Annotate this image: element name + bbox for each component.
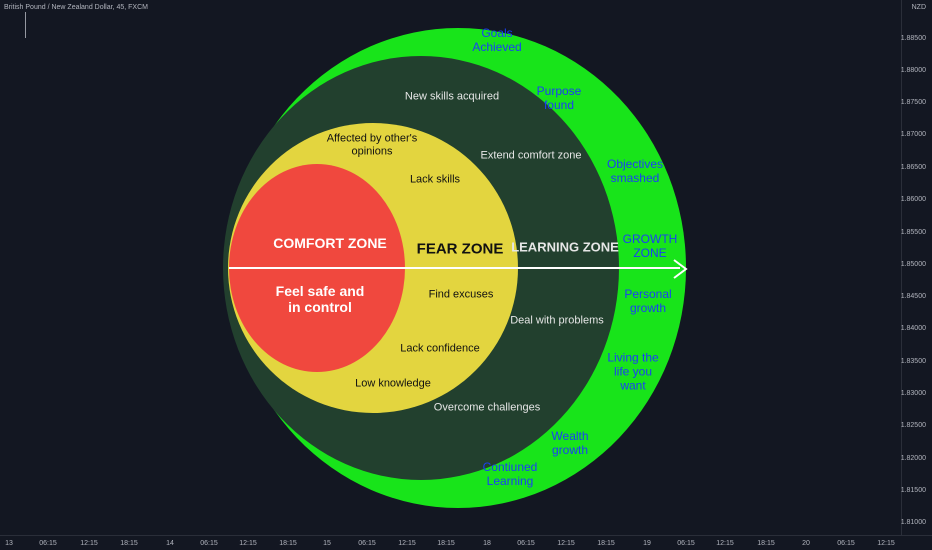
learning-zone-title: LEARNING ZONE	[511, 239, 619, 255]
learning-item-new-skills: New skills acquired	[404, 90, 500, 103]
price-label: 1.85000	[900, 261, 926, 268]
learning-item-extend: Extend comfort zone	[480, 149, 582, 162]
price-label: 1.86500	[900, 164, 926, 171]
crosshair-cursor	[25, 12, 26, 38]
price-label: 1.87000	[900, 131, 926, 138]
price-label: 1.86000	[900, 196, 926, 203]
fear-zone-title: FEAR ZONE	[416, 240, 504, 258]
time-label: 12:15	[398, 540, 416, 547]
price-label: 1.82000	[900, 455, 926, 462]
fear-item-lack-skills: Lack skills	[409, 173, 461, 186]
time-label: 06:15	[837, 540, 855, 547]
price-label: 1.83500	[900, 358, 926, 365]
arrow-head-icon	[673, 259, 688, 279]
time-label: 06:15	[358, 540, 376, 547]
price-label: 1.87500	[900, 99, 926, 106]
time-label: 18:15	[597, 540, 615, 547]
time-label: 18:15	[757, 540, 775, 547]
time-label: 18:15	[120, 540, 138, 547]
time-label: 18:15	[437, 540, 455, 547]
time-label: 13	[5, 540, 13, 547]
price-label: 1.83000	[900, 390, 926, 397]
time-label: 12:15	[239, 540, 257, 547]
time-axis[interactable]: 13 06:15 12:15 18:15 14 06:15 12:15 18:1…	[0, 535, 932, 550]
time-label: 12:15	[557, 540, 575, 547]
price-label: 1.88000	[900, 67, 926, 74]
time-label: 18:15	[279, 540, 297, 547]
comfort-zone-title: COMFORT ZONE	[273, 234, 387, 251]
symbol-title: British Pound / New Zealand Dollar, 45, …	[4, 4, 148, 11]
learning-item-problems: Deal with problems	[510, 314, 604, 327]
time-label: 19	[643, 540, 651, 547]
price-label: 1.85500	[900, 229, 926, 236]
price-axis-currency: NZD	[911, 4, 926, 11]
price-label: 1.81500	[900, 487, 926, 494]
time-label: 06:15	[200, 540, 218, 547]
learning-item-challenges: Overcome challenges	[433, 401, 541, 414]
price-label: 1.88500	[900, 35, 926, 42]
price-label: 1.84000	[900, 325, 926, 332]
price-label: 1.81000	[900, 519, 926, 526]
time-label: 12:15	[716, 540, 734, 547]
time-label: 12:15	[877, 540, 895, 547]
price-axis[interactable]: NZD 1.88500 1.88000 1.87500 1.87000 1.86…	[901, 0, 932, 536]
time-label: 15	[323, 540, 331, 547]
time-label: 20	[802, 540, 810, 547]
price-label: 1.82500	[900, 422, 926, 429]
fear-item-knowledge: Low knowledge	[355, 377, 431, 390]
fear-item-excuses: Find excuses	[428, 288, 494, 301]
time-label: 06:15	[677, 540, 695, 547]
price-label: 1.84500	[900, 293, 926, 300]
fear-item-confidence: Lack confidence	[400, 342, 480, 355]
time-label: 06:15	[517, 540, 535, 547]
time-label: 06:15	[39, 540, 57, 547]
time-label: 12:15	[80, 540, 98, 547]
time-label: 14	[166, 540, 174, 547]
time-label: 18	[483, 540, 491, 547]
